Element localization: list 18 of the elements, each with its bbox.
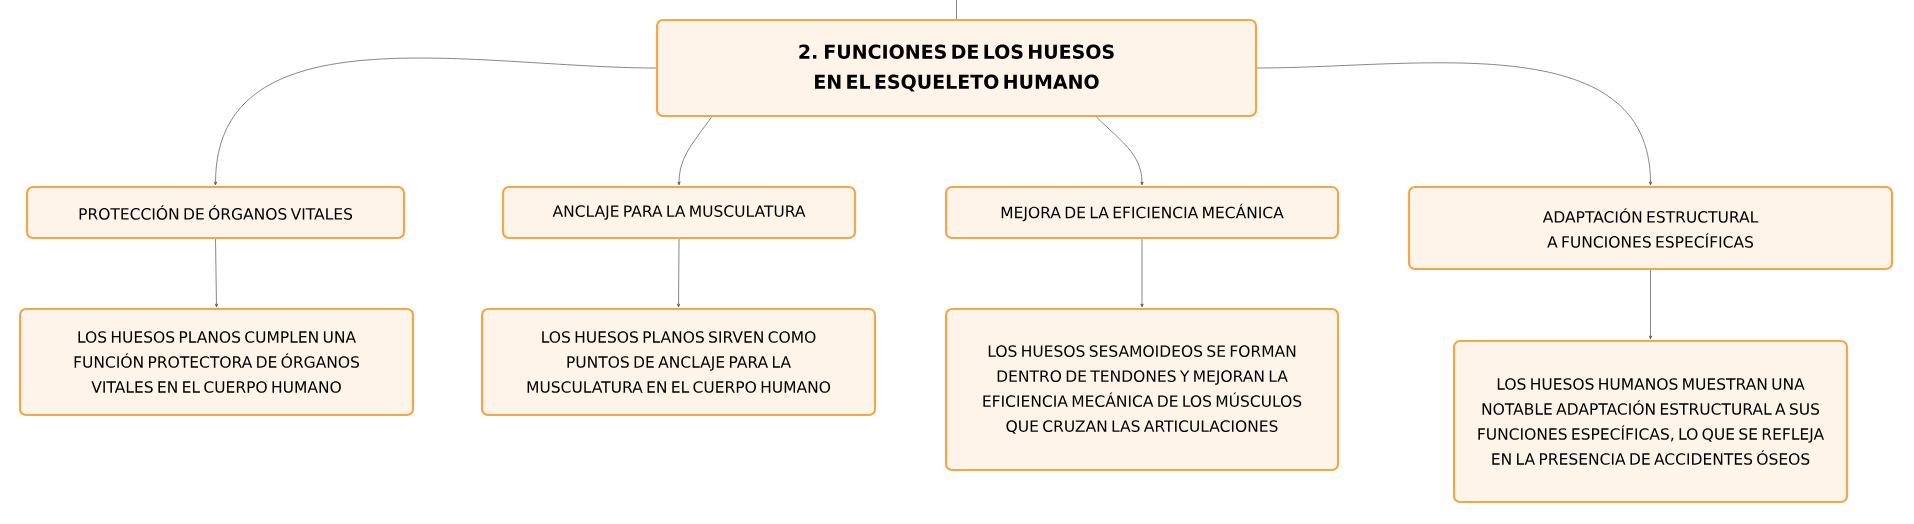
connector — [214, 238, 218, 308]
detail-box: LOS HUESOS PLANOS CUMPLEN UNA FUNCIÓN PROTECTORA DE ÓRGANOS VITALES EN EL CUERPO HUMANO — [18, 307, 415, 417]
connector — [1648, 269, 1653, 340]
connector — [1096, 116, 1144, 186]
connector — [213, 57, 657, 186]
connector — [956, 0, 957, 20]
connector — [1256, 62, 1653, 186]
connector — [677, 238, 681, 308]
subtopic-box: ANCLAJE PARA LA MUSCULATURA — [501, 185, 857, 240]
subtopic-box: PROTECCIÓN DE ÓRGANOS VITALES — [25, 185, 406, 240]
detail-box: LOS HUESOS PLANOS SIRVEN COMO PUNTOS DE ANCLAJE PARA LA MUSCULATURA EN EL CUERPO HUMANO — [480, 307, 877, 417]
topic-box: 2. FUNCIONES DE LOS HUESOS EN EL ESQUELETO HUMANO — [655, 18, 1258, 118]
detail-box: LOS HUESOS SESAMOIDEOS SE FORMAN DENTRO DE TENDONES Y MEJORAN LA EFICIENCIA MECÁNICA DE LOS MÚSCULOS QUE CRUZAN LAS ARTICULACIONES — [944, 307, 1340, 472]
connector — [677, 116, 712, 186]
subtopic-box: ADAPTACIÓN ESTRUCTURAL A FUNCIONES ESPECÍFICAS — [1407, 185, 1894, 271]
subtopic-box: MEJORA DE LA EFICIENCIA MECÁNICA — [944, 185, 1340, 240]
detail-box: LOS HUESOS HUMANOS MUESTRAN UNA NOTABLE ADAPTACIÓN ESTRUCTURAL A SUS FUNCIONES ESPECÍFICAS, LO QUE SE REFLEJA EN LA PRESENCIA DE ACCIDENTES ÓSEOS — [1452, 339, 1849, 504]
connector — [1140, 238, 1144, 308]
